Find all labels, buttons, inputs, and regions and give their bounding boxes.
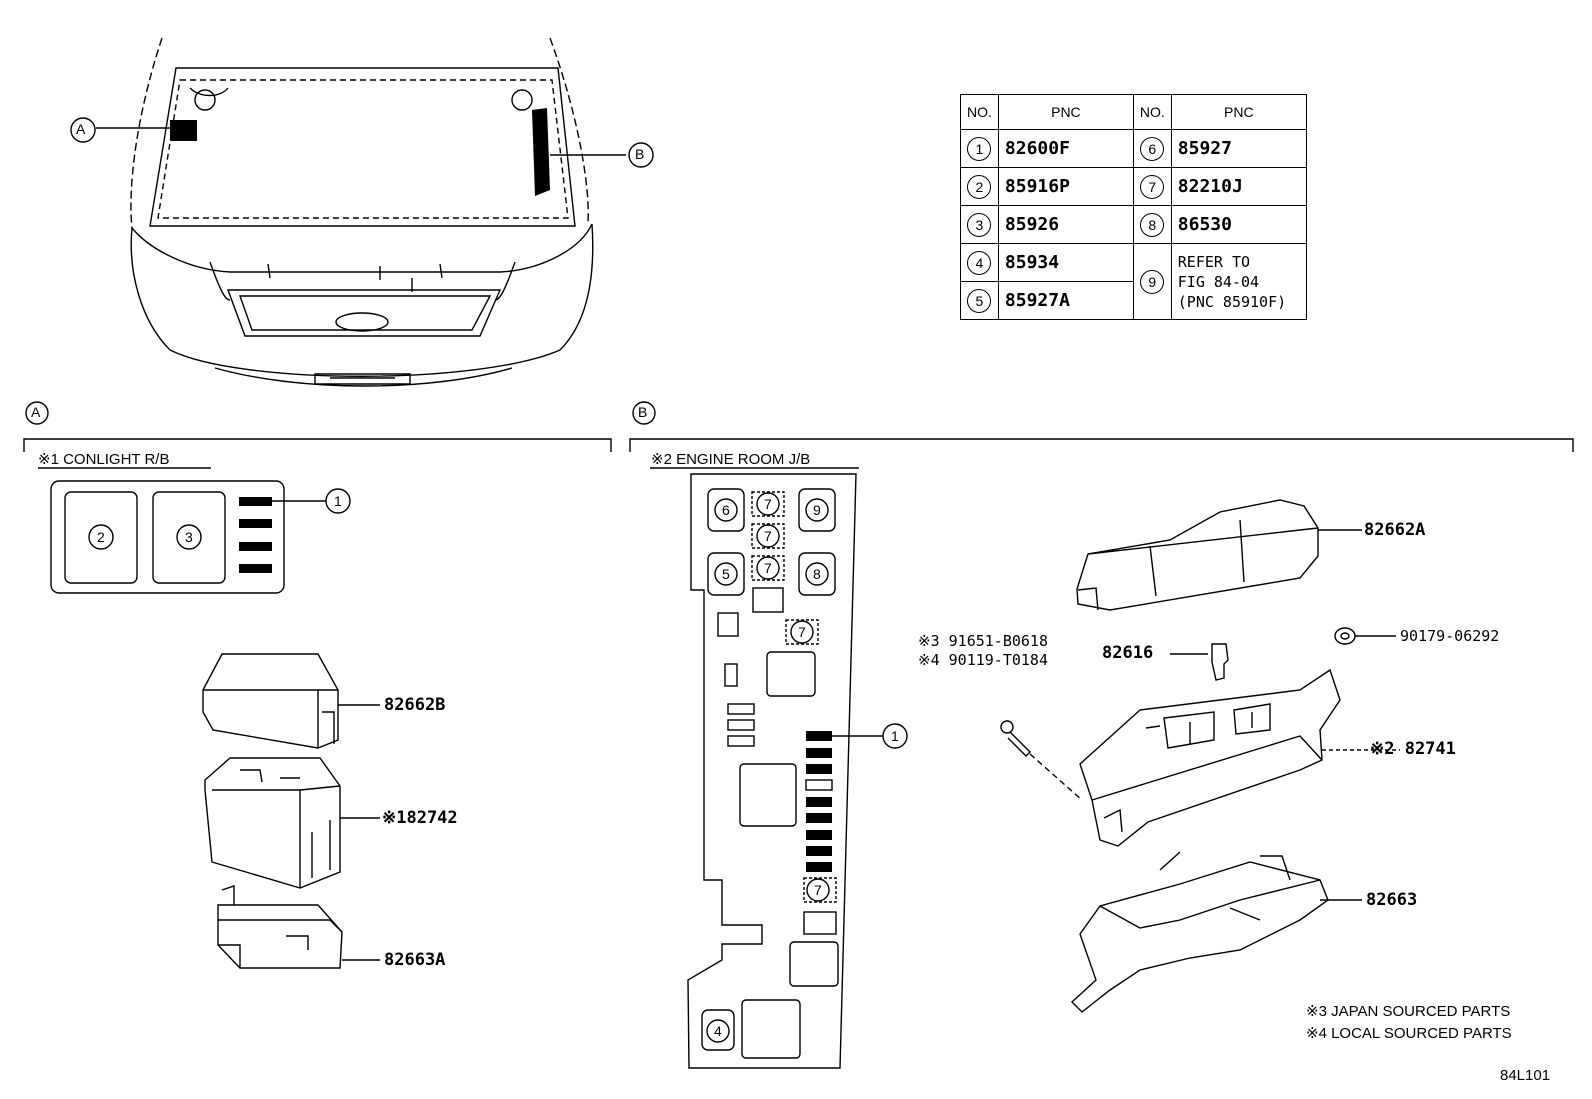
ref-num-7: 7 [764,496,772,512]
note-japan-sourced: ※3 JAPAN SOURCED PARTS [1306,1003,1511,1020]
ref-number: 9 [1140,269,1165,294]
ref-num-5: 5 [722,566,730,582]
callout-b-top [628,142,654,168]
pnc-refer-line: FIG 84-04 [1177,272,1260,291]
ref-number: 2 [967,174,992,199]
block-82741 [1079,668,1400,847]
conlight-rb-layout [50,480,351,594]
ref-num-7: 7 [798,624,806,640]
pnc-table: NO. PNC NO. PNC 1 82600F 6 85927 2 85916… [960,94,1307,320]
section-b-title: ※2 ENGINE ROOM J/B [651,451,811,468]
ref-num-7: 7 [814,882,822,898]
engine-room-jb-layout [687,473,908,1069]
ref-num-7: 7 [764,528,772,544]
pnc-value: 82600F [997,129,1134,168]
block-82742 [204,757,380,889]
ref-num-2: 2 [97,529,105,545]
ref-num-1a: 1 [334,493,342,509]
note-local-sourced: ※4 LOCAL SOURCED PARTS [1306,1025,1512,1042]
callout-a-top-label: A [76,121,86,137]
part-label-82741: ※2 82741 [1370,739,1456,759]
part-label-90119: ※4 90119-T0184 [918,651,1048,669]
part-label-82742: ※182742 [382,808,458,828]
table-row: 2 85916P 7 82210J [960,167,1307,206]
ref-num-6: 6 [722,502,730,518]
car-front-view [96,37,626,387]
ref-number: 1 [967,136,992,161]
pnc-value: 85926 [997,205,1134,244]
table-header-no: NO. [1132,94,1172,130]
ref-num-7: 7 [764,560,772,576]
part-label-82663A: 82663A [384,950,446,970]
ref-num-9: 9 [813,502,821,518]
cover-82662B [202,653,380,749]
table-row: 3 85926 8 86530 [960,205,1307,244]
tray-82663 [1070,851,1362,1013]
table-header-pnc: PNC [1170,94,1307,130]
ref-num-3: 3 [185,529,193,545]
part-label-82616: 82616 [1102,643,1154,663]
figure-code: 84L101 [1500,1067,1551,1084]
section-b-marker: B [638,404,648,420]
ref-number: 4 [967,250,992,275]
part-label-91651: ※3 91651-B0618 [918,632,1048,650]
table-row: 5 85927A [960,281,1307,320]
pnc-value: 85934 [997,243,1134,282]
ref-number: 3 [967,212,992,237]
table-header-pnc: PNC [997,94,1134,130]
cover-82662A [1076,499,1362,611]
section-a-title: ※1 CONLIGHT R/B [38,451,170,468]
section-a-marker: A [31,404,41,420]
ref-number: 7 [1140,174,1165,199]
pnc-value-refer: REFER TO FIG 84-04 (PNC 85910F) [1170,243,1307,320]
nut-90179 [1334,627,1396,645]
pnc-value: 85916P [997,167,1134,206]
bolt-91651 [1000,720,1083,801]
pnc-value: 86530 [1170,205,1307,244]
ref-num-8: 8 [813,566,821,582]
callout-a-top [70,117,96,143]
table-header-no: NO. [960,94,999,130]
ref-num-4: 4 [714,1023,722,1039]
ref-num-1b: 1 [891,728,899,744]
ref-number: 6 [1140,136,1165,161]
table-row: 4 85934 9 REFER TO FIG 84-04 (PNC 85910F… [960,243,1307,320]
pnc-value: 85927A [997,281,1134,320]
callout-b-top-label: B [635,146,645,162]
part-label-82662B: 82662B [384,695,446,715]
pnc-refer-line: (PNC 85910F) [1177,292,1287,311]
pnc-refer-line: REFER TO [1177,252,1251,271]
tray-82663A [217,885,380,969]
pnc-value: 82210J [1170,167,1307,206]
ref-number: 8 [1140,212,1165,237]
part-label-82662A: 82662A [1364,520,1426,540]
table-row: 1 82600F 6 85927 [960,129,1307,168]
part-label-90179: 90179-06292 [1400,627,1500,645]
ref-number: 5 [967,288,992,313]
part-label-82663: 82663 [1366,890,1418,910]
clip-82616 [1170,643,1229,681]
pnc-value: 85927 [1170,129,1307,168]
